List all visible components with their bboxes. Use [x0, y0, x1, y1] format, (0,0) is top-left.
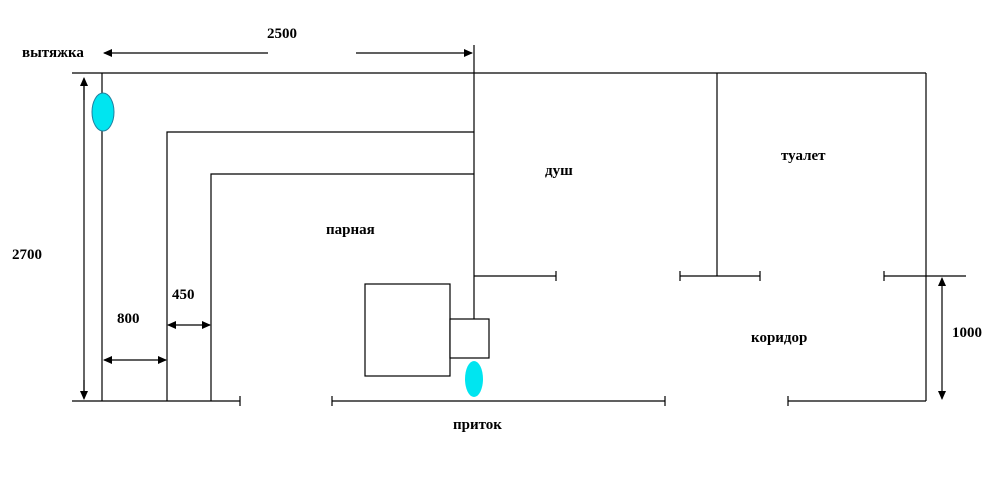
stove — [364, 283, 490, 377]
exhaust-vent-icon — [91, 92, 115, 132]
stove-body — [364, 283, 451, 377]
walls — [72, 45, 966, 406]
label-shower: душ — [545, 163, 573, 179]
dimension-lines — [80, 49, 946, 400]
inner-wall-1 — [166, 131, 474, 401]
stove-firebox — [449, 318, 490, 359]
dim-label-2700: 2700 — [12, 247, 42, 263]
dim-label-2500: 2500 — [267, 26, 297, 42]
label-corridor: коридор — [751, 330, 807, 346]
inner-wall-2 — [210, 173, 474, 401]
supply-vent-icon — [465, 361, 483, 397]
label-supply: приток — [453, 417, 502, 433]
label-exhaust: вытяжка — [22, 45, 84, 61]
dim-label-450: 450 — [172, 287, 195, 303]
dim-label-800: 800 — [117, 311, 140, 327]
dim-label-1000: 1000 — [952, 325, 982, 341]
label-toilet: туалет — [781, 148, 826, 164]
label-steam-room: парная — [326, 222, 375, 238]
